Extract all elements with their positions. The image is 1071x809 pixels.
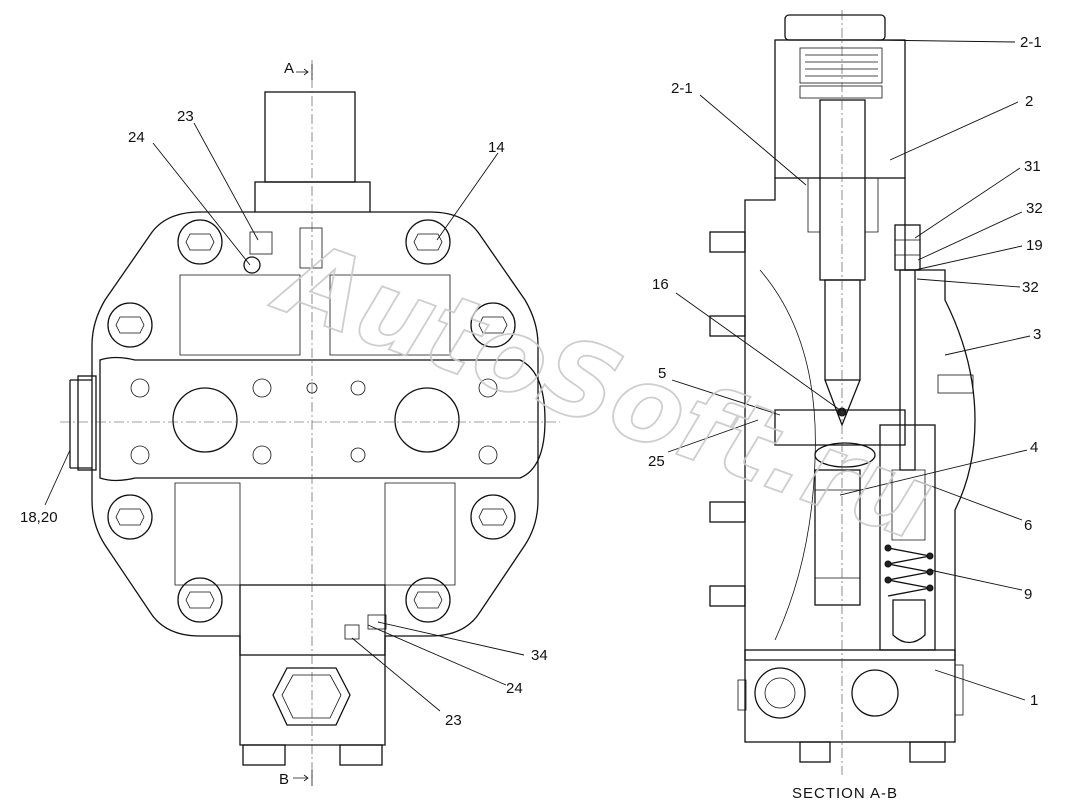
callout-1: 1 <box>1030 692 1038 709</box>
bolt-heads <box>107 219 516 623</box>
callout-31: 31 <box>1024 158 1041 175</box>
callout-4: 4 <box>1030 439 1038 456</box>
watermark: AutoSoft.ru <box>259 214 948 564</box>
section-title: SECTION A-B <box>792 785 898 802</box>
front-view: A B 24 23 14 18,20 34 24 23 <box>20 60 560 788</box>
callout-19: 19 <box>1026 237 1043 254</box>
svg-text:B: B <box>279 771 289 788</box>
callout-23: 23 <box>445 712 462 729</box>
section-marker-top: A <box>284 60 313 80</box>
callout-25: 25 <box>648 453 665 470</box>
callout-6: 6 <box>1024 517 1032 534</box>
section-marker-bottom: B <box>279 770 313 788</box>
callout-32: 32 <box>1022 279 1039 296</box>
callout-3: 3 <box>1033 326 1041 343</box>
callout-2: 2 <box>1025 93 1033 110</box>
callout-2-1: 2-1 <box>1020 34 1042 51</box>
callout-5: 5 <box>658 365 666 382</box>
callout-24: 24 <box>128 129 145 146</box>
callout-14: 14 <box>488 139 505 156</box>
callout-16: 16 <box>652 276 669 293</box>
callout-2-1: 2-1 <box>671 80 693 97</box>
callout-18-20: 18,20 <box>20 509 58 526</box>
callout-9: 9 <box>1024 586 1032 603</box>
spring <box>884 544 934 597</box>
callout-23: 23 <box>177 108 194 125</box>
callout-34: 34 <box>531 647 548 664</box>
section-view: 2-1 2-1 2 31 32 19 32 3 16 5 25 4 6 9 1 … <box>648 10 1043 802</box>
callout-24: 24 <box>506 680 523 697</box>
svg-text:A: A <box>284 60 294 77</box>
callout-32: 32 <box>1026 200 1043 217</box>
